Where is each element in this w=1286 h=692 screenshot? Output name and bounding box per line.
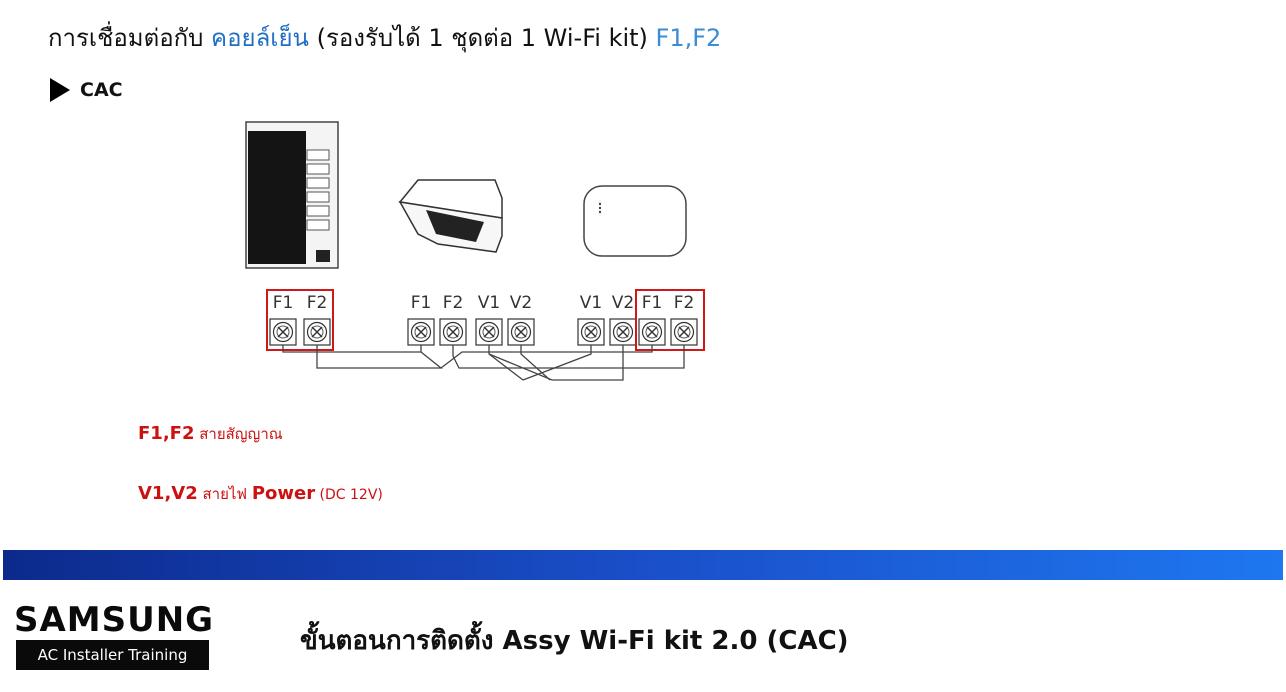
cassette-indoor-unit-icon	[398, 179, 503, 253]
title-indoor-coil: คอยล์เย็น	[211, 24, 309, 52]
indoor-terminal-block	[407, 318, 535, 346]
legend-signal-desc: สายสัญญาณ	[194, 425, 283, 443]
footer-title: ขั้นตอนการติดตั้ง Assy Wi-Fi kit 2.0 (CA…	[300, 626, 849, 656]
legend-power-desc: สายไฟ	[197, 485, 252, 503]
outdoor-terminal-block	[269, 318, 331, 346]
outdoor-unit-icon	[245, 121, 339, 269]
section-label: CAC	[80, 79, 123, 101]
footer-gradient-bar	[3, 550, 1283, 580]
page-title: การเชื่อมต่อกับ คอยล์เย็น (รองรับได้ 1 ช…	[48, 18, 721, 57]
samsung-logo: SAMSUNG	[14, 600, 215, 640]
indoor-label-f1: F1	[411, 293, 432, 313]
wiring-diagram: F1 F2 F1 F2 V1 V2 V1 V2 F1 F2	[245, 121, 705, 381]
wifi-kit-icon	[583, 185, 687, 257]
legend-signal: F1,F2 สายสัญญาณ	[138, 422, 283, 446]
wifi-terminal-block	[577, 318, 698, 346]
legend-power: V1,V2 สายไฟ Power (DC 12V)	[138, 482, 383, 506]
legend-signal-code: F1,F2	[138, 423, 195, 444]
title-middle: (รองรับได้ 1 ชุดต่อ 1 Wi-Fi kit)	[308, 24, 656, 52]
wifi-label-f1: F1	[642, 293, 663, 313]
indoor-label-v1: V1	[478, 293, 500, 313]
installer-training-tag: AC Installer Training	[16, 640, 209, 670]
wifi-label-v1: V1	[580, 293, 602, 313]
wiring-lines	[282, 345, 685, 381]
legend-power-word: Power	[251, 483, 316, 504]
outdoor-label-f2: F2	[307, 293, 328, 313]
legend-power-code: V1,V2	[138, 483, 198, 504]
outdoor-label-f1: F1	[273, 293, 294, 313]
legend-power-spec: (DC 12V)	[315, 487, 383, 503]
indoor-label-v2: V2	[510, 293, 532, 313]
section-heading: CAC	[50, 78, 123, 102]
wifi-highlight-box	[635, 289, 705, 351]
triangle-bullet-icon	[50, 78, 70, 102]
indoor-label-f2: F2	[443, 293, 464, 313]
title-prefix: การเชื่อมต่อกับ	[48, 24, 212, 52]
wifi-label-v2: V2	[612, 293, 634, 313]
wifi-label-f2: F2	[674, 293, 695, 313]
outdoor-highlight-box	[266, 289, 334, 351]
title-terminals: F1,F2	[655, 24, 722, 52]
